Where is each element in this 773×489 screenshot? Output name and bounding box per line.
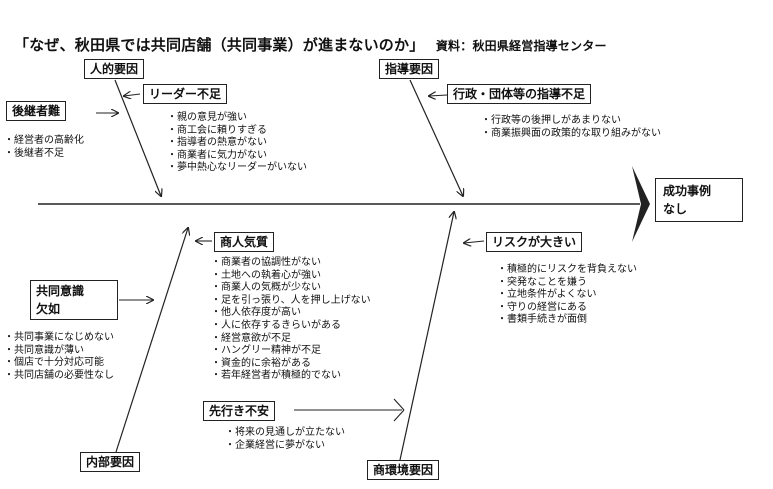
list-item: 足を引っ張り、人を押し上げない bbox=[211, 295, 371, 308]
list-item: 積極的にリスクを背負えない bbox=[497, 264, 637, 277]
list-item: 突発なことを嫌う bbox=[497, 277, 637, 290]
risk-items: 積極的にリスクを背負えない 突発なことを嫌う 立地条件がよくない 守りの経営にあ… bbox=[497, 264, 637, 327]
leader-items: 親の意見が強い 商工会に頼りすぎる 指導者の熱意がない 商業者に気力がない 夢中… bbox=[167, 112, 307, 175]
diagram-title: 「なぜ、秋田県では共同店舗（共同事業）が進まないのか」 資料：秋田県経営指導セン… bbox=[14, 34, 607, 55]
list-item: 夢中熱心なリーダーがいない bbox=[167, 162, 307, 175]
merchant-items: 商業者の協調性がない 土地への執着心が強い 商業人の気概が少ない 足を引っ張り、… bbox=[211, 257, 371, 383]
factor-merchant: 商人気質 bbox=[214, 232, 275, 252]
list-item: 商業振興面の政策的な取り組みがない bbox=[481, 128, 661, 141]
awareness-line2: 欠如 bbox=[36, 302, 61, 316]
bone-internal bbox=[115, 228, 188, 453]
category-guidance: 指導要因 bbox=[379, 59, 440, 79]
arrow-admin bbox=[429, 95, 448, 96]
factor-future: 先行き不安 bbox=[203, 401, 276, 421]
list-item: 若年経営者が積極的でない bbox=[211, 370, 371, 383]
result-box: 成功事例 なし bbox=[655, 178, 743, 222]
factor-successor: 後継者難 bbox=[6, 101, 67, 121]
arrow-future-tip2 bbox=[393, 409, 405, 422]
list-item: 指導者の熱意がない bbox=[167, 137, 307, 150]
category-human: 人的要因 bbox=[84, 59, 145, 79]
list-item: ハングリー精神が不足 bbox=[211, 345, 371, 358]
list-item: 他人依存度が高い bbox=[211, 307, 371, 320]
list-item: 共同事業になじめない bbox=[4, 332, 114, 345]
arrow-future-tip bbox=[393, 398, 405, 411]
list-item: 経営者の高齢化 bbox=[4, 135, 84, 148]
list-item: 書類手続きが面倒 bbox=[497, 314, 637, 327]
list-item: 資金的に余裕がある bbox=[211, 358, 371, 371]
list-item: 行政等の後押しがあまりない bbox=[481, 115, 661, 128]
result-line1: 成功事例 bbox=[663, 184, 712, 198]
arrow-leader bbox=[124, 94, 141, 96]
title-main: 「なぜ、秋田県では共同店舗（共同事業）が進まないのか」 bbox=[14, 36, 425, 54]
list-item: 商業者に気力がない bbox=[167, 150, 307, 163]
list-item: 商業者の協調性がない bbox=[211, 257, 371, 270]
bone-business-env bbox=[399, 212, 454, 461]
list-item: 土地への執着心が強い bbox=[211, 270, 371, 283]
list-item: 商業人の気概が少ない bbox=[211, 282, 371, 295]
list-item: 個店で十分対応可能 bbox=[4, 357, 114, 370]
factor-admin: 行政・団体等の指導不足 bbox=[447, 84, 592, 104]
list-item: 後継者不足 bbox=[4, 148, 84, 161]
arrow-risk bbox=[464, 241, 485, 243]
list-item: 将来の見通しが立たない bbox=[225, 427, 345, 440]
list-item: 守りの経営にある bbox=[497, 302, 637, 315]
title-source: 資料：秋田県経営指導センター bbox=[435, 39, 607, 53]
factor-leader: リーダー不足 bbox=[143, 84, 228, 104]
future-items: 将来の見通しが立たない 企業経営に夢がない bbox=[225, 427, 345, 452]
factor-awareness: 共同意識 欠如 bbox=[30, 280, 118, 320]
list-item: 商工会に頼りすぎる bbox=[167, 125, 307, 138]
result-line2: なし bbox=[663, 202, 688, 216]
list-item: 共同店舗の必要性なし bbox=[4, 370, 114, 383]
bone-guidance bbox=[409, 79, 463, 196]
awareness-line1: 共同意識 bbox=[36, 284, 85, 298]
list-item: 親の意見が強い bbox=[167, 112, 307, 125]
list-item: 経営意欲が不足 bbox=[211, 333, 371, 346]
spine-arrowhead bbox=[632, 166, 650, 242]
list-item: 企業経営に夢がない bbox=[225, 440, 345, 453]
list-item: 立地条件がよくない bbox=[497, 289, 637, 302]
successor-items: 経営者の高齢化 後継者不足 bbox=[4, 135, 84, 160]
list-item: 人に依存するきらいがある bbox=[211, 320, 371, 333]
list-item: 共同意識が薄い bbox=[4, 345, 114, 358]
category-internal: 内部要因 bbox=[80, 452, 141, 472]
category-business-env: 商環境要因 bbox=[367, 460, 440, 480]
admin-items: 行政等の後押しがあまりない 商業振興面の政策的な取り組みがない bbox=[481, 115, 661, 140]
awareness-items: 共同事業になじめない 共同意識が薄い 個店で十分対応可能 共同店舗の必要性なし bbox=[4, 332, 114, 382]
factor-risk: リスクが大きい bbox=[486, 232, 583, 252]
